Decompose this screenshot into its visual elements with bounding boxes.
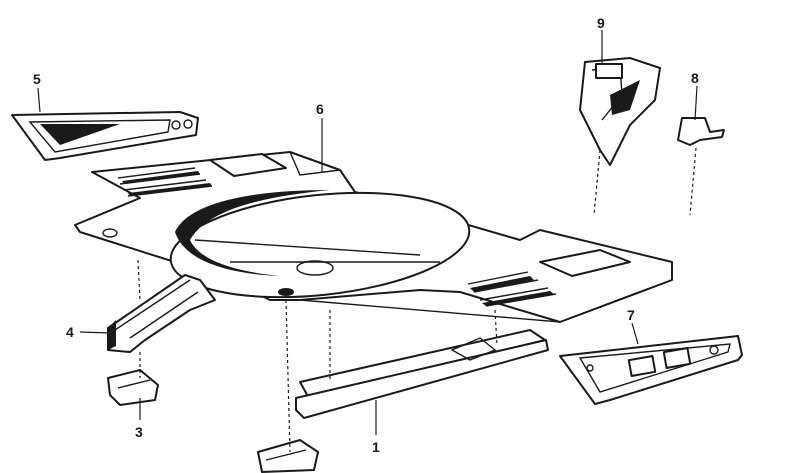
callout-4: 4 [66, 324, 74, 340]
part-4-side-rail[interactable] [107, 274, 216, 353]
callout-3: 3 [135, 424, 143, 440]
leader-lines [37, 30, 698, 453]
callout-6: 6 [316, 101, 324, 117]
callout-8: 8 [691, 70, 699, 86]
bottom-bracket[interactable] [257, 439, 319, 473]
callout-1: 1 [372, 439, 380, 455]
part-6-floor-pan[interactable] [74, 151, 673, 323]
callout-9: 9 [597, 15, 605, 31]
part-8-angle-bracket[interactable] [677, 117, 725, 146]
part-1-cross-member[interactable] [295, 329, 549, 419]
part-7-right-trim-panel[interactable] [559, 335, 743, 405]
callout-7: 7 [627, 307, 635, 323]
part-3-bracket[interactable] [107, 369, 159, 406]
part-5-left-trim-panel[interactable] [11, 111, 199, 161]
callout-5: 5 [33, 71, 41, 87]
part-9-vertical-bracket[interactable] [579, 57, 661, 166]
callouts: 5 6 9 8 7 4 3 1 [33, 15, 699, 455]
